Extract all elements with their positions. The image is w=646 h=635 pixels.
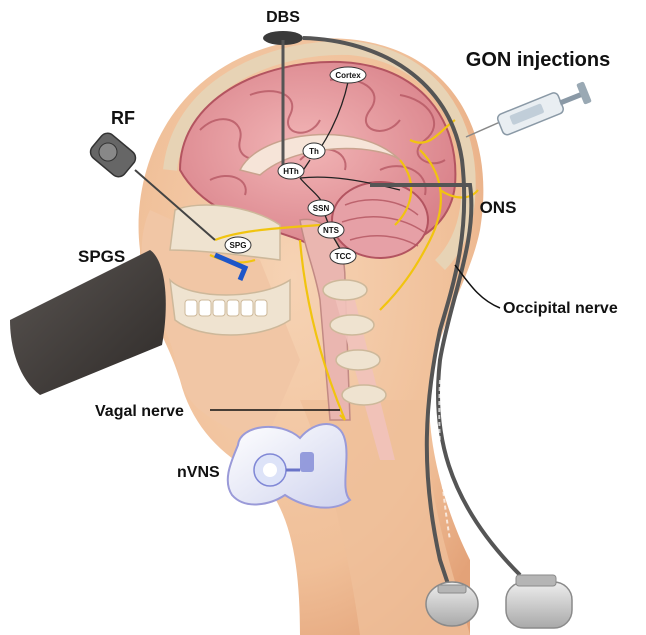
th-label: Th <box>309 147 319 156</box>
label-nvns: nVNS <box>177 464 220 481</box>
hth-bubble: HTh <box>278 163 304 179</box>
ssn-bubble: SSN <box>308 200 334 216</box>
label-rf: RF <box>111 108 135 128</box>
spg-bubble: SPG <box>225 237 251 253</box>
pulse-generator-large[interactable] <box>506 575 572 628</box>
cortex-bubble: Cortex <box>330 67 366 83</box>
label-dbs: DBS <box>266 9 300 26</box>
tcc-label: TCC <box>335 252 352 261</box>
th-bubble: Th <box>303 143 325 159</box>
spgs-device[interactable] <box>10 250 166 395</box>
label-spgs: SPGS <box>78 247 125 266</box>
pulse-generator-small[interactable] <box>426 582 478 626</box>
label-gon-injections: GON injections <box>466 49 610 71</box>
cortex-label: Cortex <box>335 71 361 80</box>
label-vagal-nerve: Vagal nerve <box>95 403 184 420</box>
spg-label: SPG <box>230 241 247 250</box>
nts-bubble: NTS <box>318 222 344 238</box>
label-occipital-nerve: Occipital nerve <box>503 300 618 317</box>
syringe[interactable] <box>466 81 592 137</box>
ssn-label: SSN <box>313 204 330 213</box>
label-ons: ONS <box>480 198 517 217</box>
nvns-device[interactable] <box>228 424 350 508</box>
nts-label: NTS <box>323 226 340 235</box>
hth-label: HTh <box>283 167 299 176</box>
tcc-bubble: TCC <box>330 248 356 264</box>
